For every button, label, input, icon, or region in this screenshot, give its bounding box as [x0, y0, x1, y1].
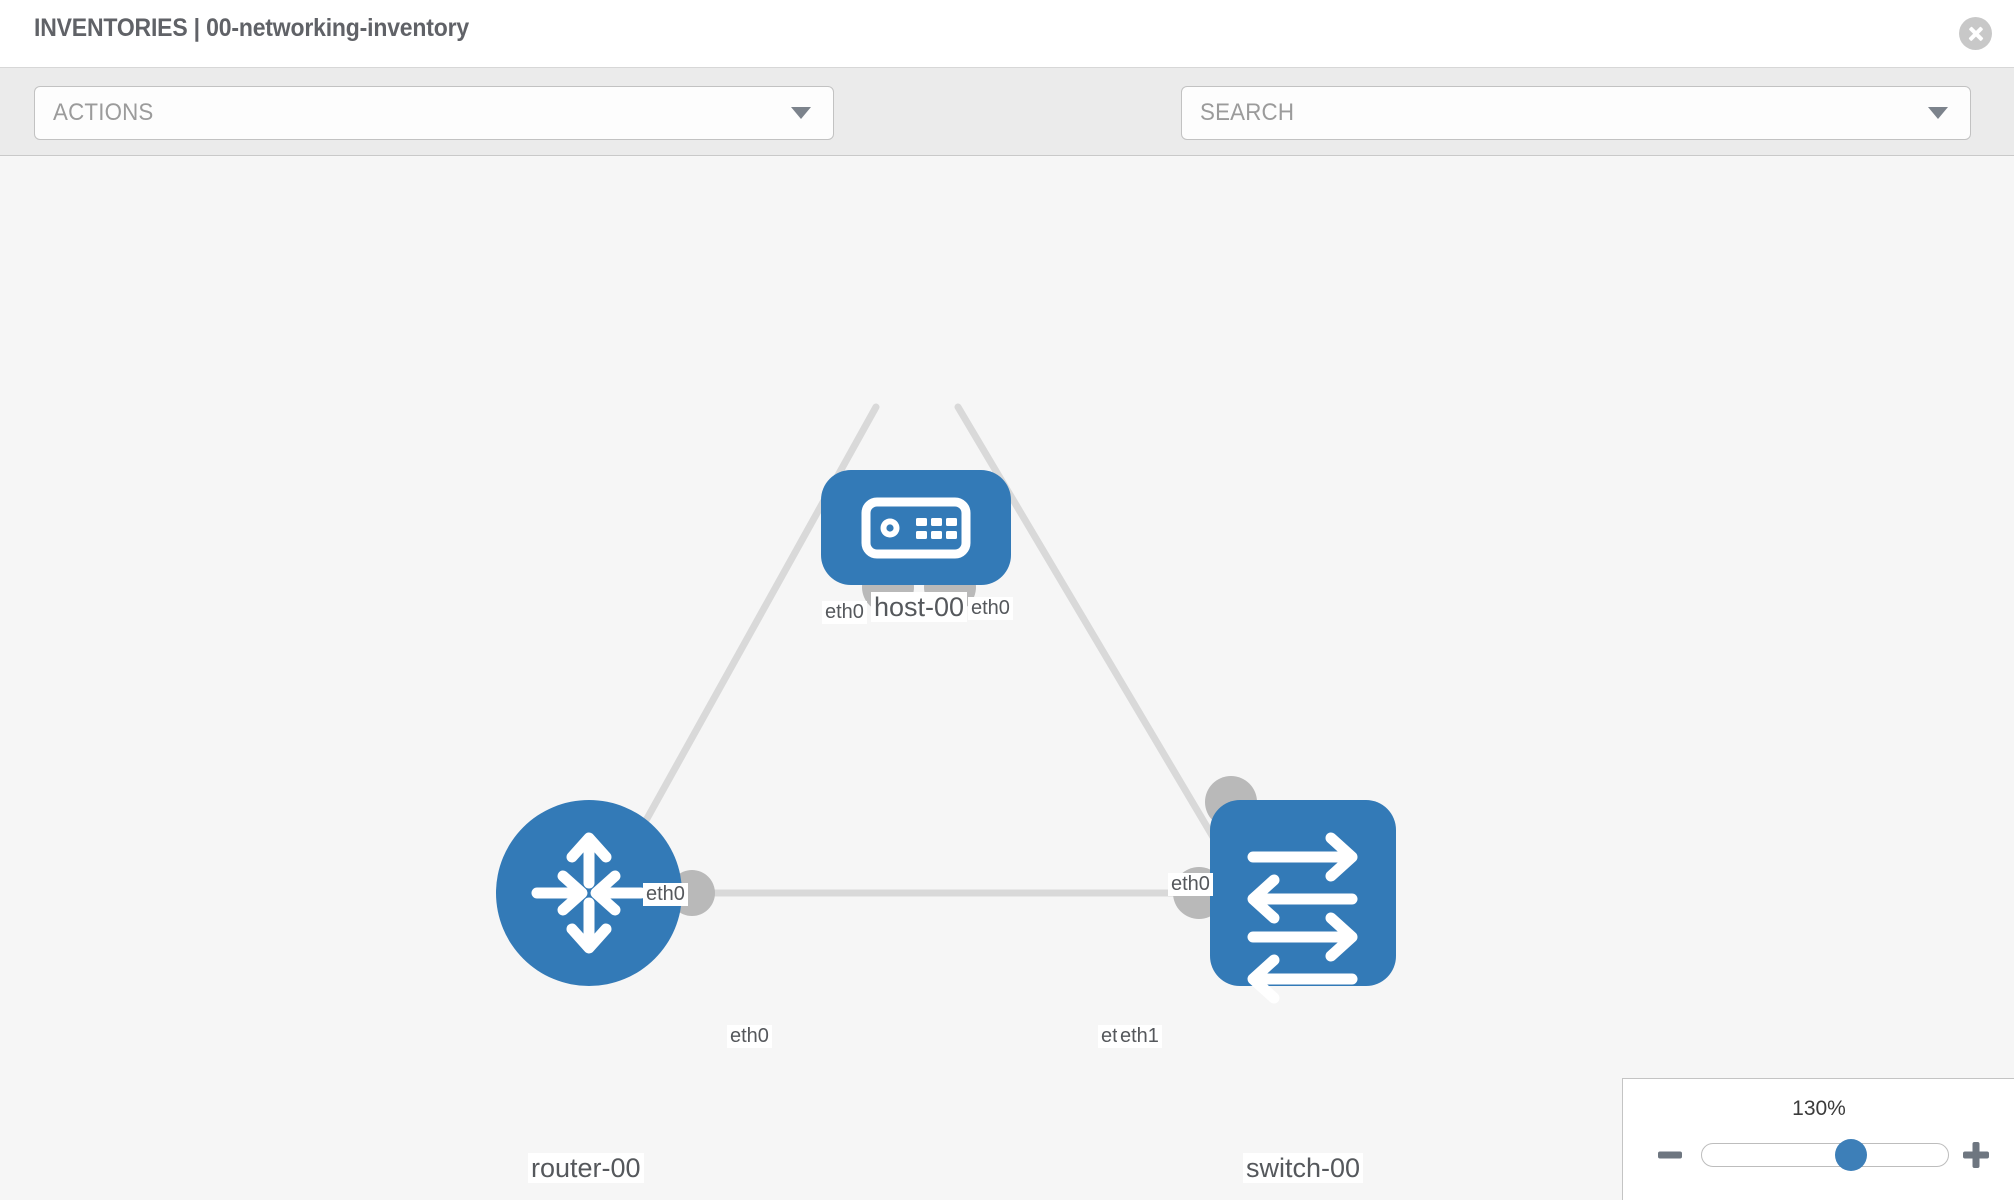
node-router-00: [496, 800, 682, 986]
search-input[interactable]: SEARCH: [1181, 86, 1971, 140]
zoom-control-panel: 130%: [1622, 1078, 2014, 1200]
interface-label-router-00-eth0: eth0: [727, 1025, 772, 1048]
node-switch-00: [1210, 800, 1396, 1004]
node-label-router-00: router-00: [528, 1153, 644, 1184]
zoom-slider[interactable]: [1701, 1139, 1949, 1171]
toolbar: ACTIONS SEARCH: [0, 68, 2014, 200]
chevron-down-icon: [791, 107, 811, 119]
interface-label-host-00-eth0-right: eth0: [968, 597, 1013, 620]
interface-label-router-00-eth0-uplink: eth0: [643, 883, 688, 906]
interface-label-host-00-eth0-left: eth0: [822, 601, 867, 624]
actions-dropdown[interactable]: ACTIONS: [34, 86, 834, 140]
minus-icon[interactable]: [1658, 1151, 1682, 1159]
zoom-slider-thumb[interactable]: [1834, 1139, 1867, 1171]
router-icon: [531, 832, 647, 954]
plus-icon-bar-v: [1972, 1142, 1980, 1168]
node-host-00: [821, 470, 1011, 585]
close-icon[interactable]: [1959, 17, 1992, 50]
plus-icon[interactable]: [1963, 1142, 1989, 1168]
node-label-switch-00: switch-00: [1243, 1153, 1364, 1184]
actions-dropdown-label: ACTIONS: [53, 99, 154, 126]
page-header: INVENTORIES | 00-networking-inventory: [0, 0, 2014, 68]
zoom-slider-row: [1623, 1135, 2014, 1175]
interface-label-switch-00-eth0: eth0: [1168, 873, 1213, 896]
page-title: INVENTORIES | 00-networking-inventory: [34, 14, 470, 42]
server-icon: [861, 497, 971, 559]
interface-label-switch-00-eth1: eth1: [1117, 1025, 1162, 1048]
zoom-percent-label: 130%: [1792, 1097, 1846, 1120]
switch-icon: [1247, 832, 1358, 1004]
node-label-host-00: host-00: [871, 592, 968, 623]
topology-canvas[interactable]: eth0 eth0 eth0 eth0 eth0 eth1 eth0 host-…: [0, 157, 2014, 1200]
search-input-placeholder: SEARCH: [1200, 99, 1295, 126]
chevron-down-icon: [1928, 107, 1948, 119]
topology-graph: [496, 403, 1396, 1004]
